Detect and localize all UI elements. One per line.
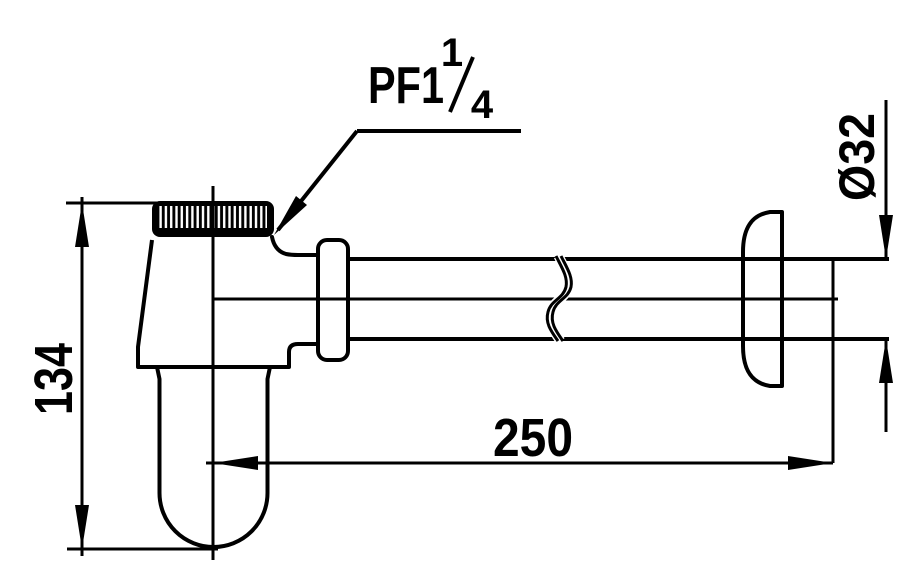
trap-assembly [136,186,889,560]
thread-size-denominator: 4 [471,83,494,127]
arrow-down-icon [879,215,893,259]
thread-callout: PF1 1 4 [274,31,521,235]
break-gap-mask [544,253,574,344]
pipe-break-symbol [544,253,574,344]
outlet-top-shoulder [270,235,320,257]
thread-size-numerator: 1 [441,31,463,75]
dimension-height: 134 [24,197,218,556]
thread-size-prefix: PF1 [368,57,444,115]
height-dimension-label: 134 [24,343,84,415]
trap-body-outline [136,239,318,369]
fraction-slash [448,56,475,113]
break-curve-right [550,255,573,342]
arrow-left-icon [213,456,258,470]
length-dimension-label: 250 [493,408,573,468]
dimension-diameter: Ø32 [829,100,893,432]
break-curve-left [545,255,568,342]
centerlines [211,186,838,560]
leader-arrowhead-icon [274,196,307,235]
outlet-pipe [348,257,889,463]
wall-flange [741,210,784,388]
arrow-right-icon [788,456,833,470]
arrow-up-icon [879,339,893,383]
arrow-up-icon [75,203,89,247]
arrow-down-icon [75,505,89,549]
dimension-length: 250 [206,408,833,470]
diameter-dimension-label: Ø32 [829,113,885,201]
